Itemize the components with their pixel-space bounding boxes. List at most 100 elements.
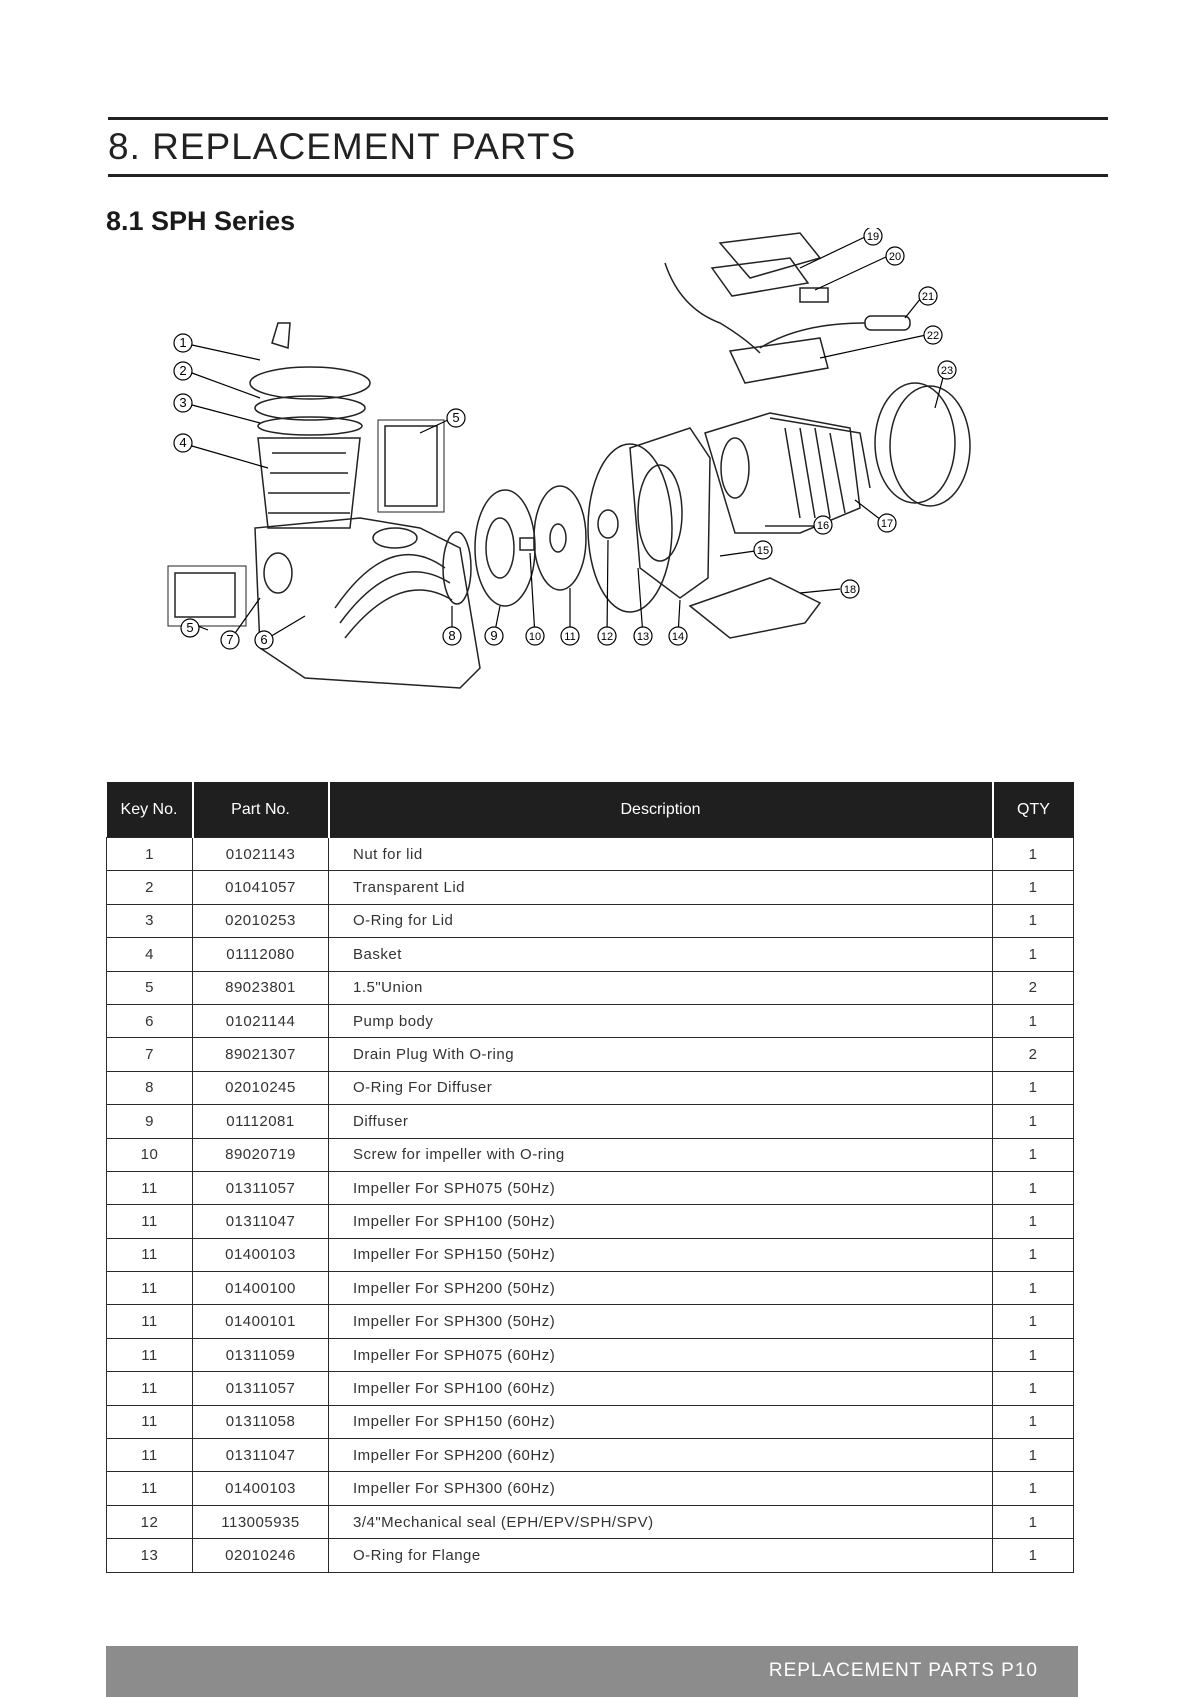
cell-description: Diffuser (328, 1104, 993, 1139)
cell-key-no: 4 (106, 937, 193, 972)
cell-key-no: 6 (106, 1003, 193, 1039)
diffuser-oring-illustration (442, 531, 472, 605)
cell-part-no: 01400103 (192, 1471, 329, 1506)
callout-19: 19 (867, 231, 879, 243)
cell-qty: 1 (992, 1070, 1074, 1106)
fan-cover-illustration (874, 382, 956, 504)
nut-for-lid-illustration (249, 366, 371, 400)
cell-qty: 1 (992, 1371, 1074, 1406)
cell-description: Pump body (328, 1003, 993, 1039)
callout-9: 9 (490, 628, 497, 643)
power-cord-illustration (664, 262, 761, 354)
flange-illustration (629, 427, 711, 599)
cell-qty: 1 (992, 1304, 1074, 1339)
callout-13: 13 (637, 631, 649, 643)
pump-body-illustration (254, 517, 481, 689)
cell-description: 1.5"Union (328, 970, 993, 1005)
cell-part-no: 01021144 (192, 1003, 329, 1039)
cell-part-no: 89020719 (192, 1137, 329, 1172)
cell-description: Impeller For SPH150 (50Hz) (328, 1237, 993, 1273)
cell-part-no: 01311059 (192, 1337, 329, 1373)
table-header-row: Key No. Part No. Description QTY (106, 782, 1074, 838)
cell-qty: 1 (992, 1170, 1074, 1206)
cell-part-no: 113005935 (192, 1504, 329, 1540)
header-key-no: Key No. (106, 782, 194, 838)
cell-part-no: 01311057 (192, 1371, 329, 1406)
cell-part-no: 01400101 (192, 1304, 329, 1339)
footer-label: REPLACEMENT PARTS P10 (768, 1660, 1038, 1681)
impeller-illustration (533, 485, 587, 591)
callout-14: 14 (672, 631, 684, 643)
impeller-screw-illustration (519, 537, 535, 551)
callout-4: 4 (179, 435, 186, 450)
cell-key-no: 11 (106, 1271, 193, 1306)
cell-description: Impeller For SPH200 (60Hz) (328, 1438, 993, 1473)
cell-key-no: 13 (106, 1538, 193, 1573)
cell-key-no: 11 (106, 1304, 193, 1339)
transparent-lid-illustration (254, 395, 366, 421)
cell-key-no: 11 (106, 1237, 193, 1273)
cell-description: Impeller For SPH300 (60Hz) (328, 1471, 993, 1506)
cell-qty: 1 (992, 1204, 1074, 1239)
cell-key-no: 9 (106, 1104, 193, 1139)
cell-description: Impeller For SPH150 (60Hz) (328, 1404, 993, 1440)
cell-key-no: 10 (106, 1137, 193, 1172)
callout-15: 15 (757, 545, 769, 557)
cell-key-no: 11 (106, 1337, 193, 1373)
cell-part-no: 01021143 (192, 836, 329, 872)
cell-qty: 1 (992, 1137, 1074, 1172)
cell-description: Basket (328, 937, 993, 972)
cell-description: Screw for impeller with O-ring (328, 1137, 993, 1172)
cell-key-no: 7 (106, 1037, 193, 1072)
cell-part-no: 01400103 (192, 1237, 329, 1273)
cell-qty: 1 (992, 1337, 1074, 1373)
callout-23: 23 (941, 365, 953, 377)
callout-1: 1 (179, 335, 186, 350)
mechanical-seal-illustration (597, 509, 619, 539)
callout-22: 22 (927, 330, 939, 342)
cell-key-no: 8 (106, 1070, 193, 1106)
cell-description: Transparent Lid (328, 870, 993, 905)
cell-description: 3/4"Mechanical seal (EPH/EPV/SPH/SPV) (328, 1504, 993, 1540)
cell-qty: 1 (992, 1504, 1074, 1540)
motor-base-illustration (688, 577, 822, 639)
cell-description: Impeller For SPH075 (60Hz) (328, 1337, 993, 1373)
header-part-no: Part No. (192, 782, 330, 838)
section-title: 8. REPLACEMENT PARTS (108, 126, 577, 167)
cell-key-no: 11 (106, 1471, 193, 1506)
cell-key-no: 11 (106, 1170, 193, 1206)
union-top-illustration (384, 425, 438, 507)
cell-key-no: 12 (106, 1504, 193, 1540)
cell-description: Impeller For SPH100 (60Hz) (328, 1371, 993, 1406)
cell-qty: 1 (992, 1438, 1074, 1473)
cell-qty: 1 (992, 903, 1074, 939)
subsection-title: 8.1 SPH Series (106, 206, 296, 236)
cell-qty: 1 (992, 937, 1074, 972)
cell-qty: 1 (992, 870, 1074, 905)
cell-qty: 2 (992, 1037, 1074, 1072)
callout-21: 21 (922, 291, 934, 303)
flange-oring-illustration (587, 443, 673, 613)
callout-18: 18 (844, 584, 856, 596)
terminal-box-gasket-illustration (710, 257, 810, 297)
terminal-box-illustration (728, 337, 829, 384)
